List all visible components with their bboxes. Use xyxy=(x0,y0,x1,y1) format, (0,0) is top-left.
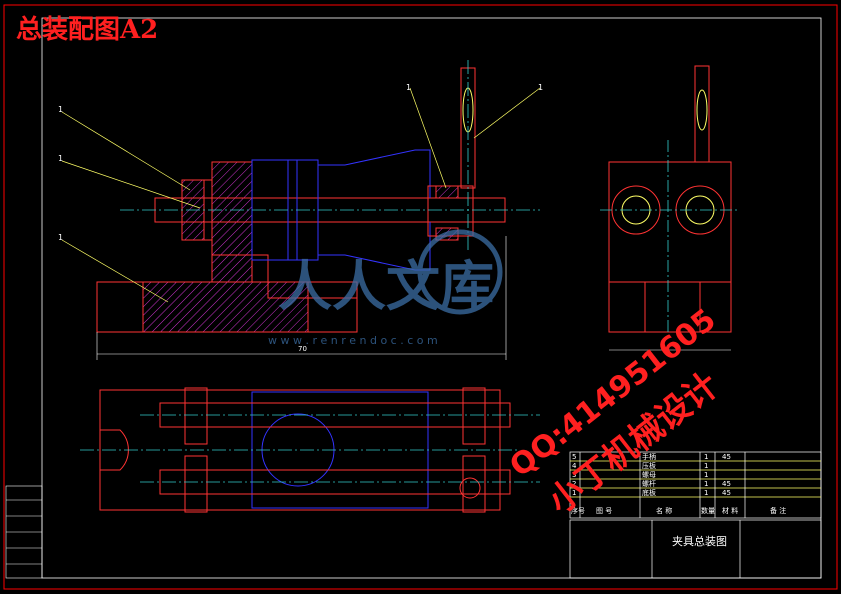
side-handle-rod xyxy=(694,65,710,163)
parts-list-rows: 5 手柄 1 45 4 压板 1 3 螺母 1 2 螺杆 1 45 1 底板 1… xyxy=(571,452,786,515)
top-right-nut-lower xyxy=(462,455,486,513)
svg-text:底板: 底板 xyxy=(642,488,656,497)
callout-labels: 1 1 1 1 1 xyxy=(58,83,543,242)
svg-text:1: 1 xyxy=(704,489,708,497)
svg-text:螺母: 螺母 xyxy=(642,470,656,479)
svg-text:备 注: 备 注 xyxy=(770,506,786,515)
callout-1: 1 xyxy=(58,105,63,114)
table-row: 5 手柄 1 45 xyxy=(572,452,731,461)
svg-text:1: 1 xyxy=(704,462,708,470)
svg-text:名 称: 名 称 xyxy=(656,506,672,515)
top-nut-upper xyxy=(184,387,208,445)
sheet-title: 总装配图A2 xyxy=(16,15,158,45)
top-handle-end xyxy=(459,477,481,499)
top-view xyxy=(80,387,540,513)
svg-text:45: 45 xyxy=(722,489,731,497)
callout-3: 1 xyxy=(58,233,63,242)
parts-list-table xyxy=(569,451,822,579)
right-nut-hatch xyxy=(435,185,459,199)
table-row: 1 底板 1 45 xyxy=(572,488,731,497)
svg-text:45: 45 xyxy=(722,453,731,461)
callout-4: 1 xyxy=(406,83,411,92)
renrendoc-watermark: 人人文库 w w w . r e n r e n d o c . c o m xyxy=(268,229,503,347)
clamp-jaw-top xyxy=(318,149,431,198)
svg-text:1: 1 xyxy=(704,471,708,479)
svg-text:2: 2 xyxy=(572,480,576,488)
svg-text:螺杆: 螺杆 xyxy=(642,479,656,488)
svg-text:序号: 序号 xyxy=(571,506,585,515)
svg-text:5: 5 xyxy=(572,453,576,461)
svg-text:材 料: 材 料 xyxy=(722,506,738,515)
table-header: 序号 图 号 名 称 数量 材 料 备 注 xyxy=(571,506,786,515)
svg-text:图 号: 图 号 xyxy=(596,507,612,515)
watermark-site-name: 人人文库 xyxy=(278,255,494,318)
svg-text:4: 4 xyxy=(572,462,577,470)
table-row: 2 螺杆 1 45 xyxy=(572,479,731,488)
renrendoc-logo-icon xyxy=(417,229,503,315)
top-nut-lower xyxy=(184,455,208,513)
table-row: 3 螺母 1 xyxy=(572,470,708,479)
svg-text:数量: 数量 xyxy=(701,506,715,515)
watermark-site-url: w w w . r e n r e n d o c . c o m xyxy=(268,334,438,347)
callout-5: 1 xyxy=(538,83,543,92)
dimension-text: 70 xyxy=(298,345,307,353)
leader-lines xyxy=(61,87,541,303)
side-handle-knob xyxy=(696,89,708,131)
callout-2: 1 xyxy=(58,154,63,163)
clamp-jaw-bottom xyxy=(318,222,431,271)
svg-text:1: 1 xyxy=(704,453,708,461)
front-view xyxy=(96,60,540,360)
svg-text:1: 1 xyxy=(572,489,576,497)
svg-text:45: 45 xyxy=(722,480,731,488)
side-view xyxy=(600,65,740,351)
drawing-name: 夹具总装图 xyxy=(672,534,727,548)
side-base xyxy=(608,281,732,333)
svg-text:3: 3 xyxy=(572,471,576,479)
svg-text:1: 1 xyxy=(704,480,708,488)
body-block-step xyxy=(212,254,357,299)
svg-text:压板: 压板 xyxy=(642,461,656,470)
svg-text:手柄: 手柄 xyxy=(642,452,656,461)
top-right-nut-upper xyxy=(462,387,486,445)
base-plate-hatch xyxy=(142,281,309,333)
outer-frame xyxy=(3,4,838,590)
inner-frame xyxy=(41,17,822,579)
table-row: 4 压板 1 xyxy=(572,461,708,470)
left-margin-block xyxy=(5,485,43,579)
